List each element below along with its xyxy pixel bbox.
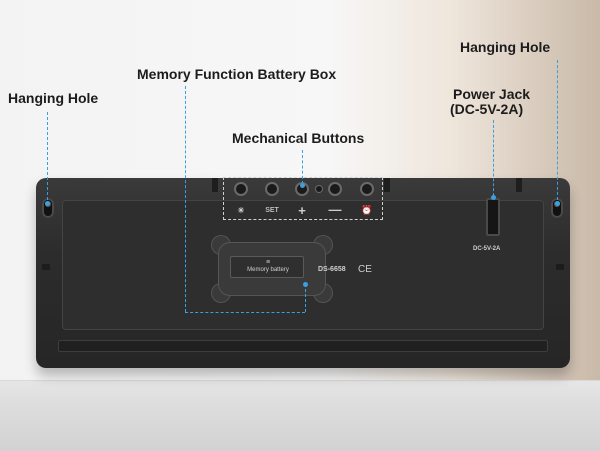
button-alarm bbox=[362, 184, 372, 194]
power-jack bbox=[486, 198, 500, 236]
alarm-icon: ⏰ bbox=[361, 205, 373, 215]
callout-dot-buttons bbox=[300, 183, 305, 188]
plus-icon: + bbox=[298, 203, 306, 218]
callout-dot-battery bbox=[303, 282, 308, 287]
button-set bbox=[267, 184, 277, 194]
set-label: SET bbox=[265, 207, 279, 214]
callout-dot-power-jack bbox=[491, 195, 496, 200]
model-number: DS-6658 bbox=[318, 266, 346, 273]
callout-dot-hanging-left bbox=[45, 201, 50, 206]
mechanical-buttons-box bbox=[223, 177, 383, 220]
jack-label: DC-5V-2A bbox=[473, 246, 501, 252]
callout-power-jack-line1: Power Jack bbox=[453, 86, 531, 102]
callout-line-battery-up bbox=[305, 284, 306, 312]
top-notch-right bbox=[384, 178, 390, 192]
callout-power-jack-line2: (DC-5V-2A) bbox=[450, 101, 524, 117]
callout-dot-hanging-right bbox=[555, 201, 560, 206]
callout-mechanical-buttons: Mechanical Buttons bbox=[232, 130, 365, 146]
callout-memory-battery-box: Memory Function Battery Box bbox=[137, 66, 337, 82]
callout-line-hanging-right bbox=[557, 60, 558, 200]
ce-mark: CE bbox=[358, 264, 372, 275]
shelf-surface bbox=[0, 380, 600, 451]
top-notch-left bbox=[212, 178, 218, 192]
callout-line-buttons bbox=[302, 150, 303, 184]
callout-line-battery-horizontal bbox=[185, 312, 305, 313]
battery-label-plate: ≡ Memory battery bbox=[230, 256, 304, 278]
button-plus bbox=[297, 184, 307, 194]
bottom-vent-slot bbox=[58, 340, 548, 352]
callout-line-battery-vertical bbox=[185, 86, 186, 312]
light-icon: ☀ bbox=[237, 206, 245, 215]
callout-hanging-hole-left: Hanging Hole bbox=[8, 90, 99, 106]
minus-icon: — bbox=[328, 202, 342, 217]
button-indicator bbox=[316, 186, 322, 192]
button-minus bbox=[330, 184, 340, 194]
side-slot-right bbox=[556, 264, 564, 270]
button-light bbox=[236, 184, 246, 194]
top-notch-far-right bbox=[516, 178, 522, 192]
battery-icon: ≡ bbox=[265, 259, 271, 266]
callout-line-power-jack bbox=[493, 120, 494, 196]
callout-hanging-hole-right: Hanging Hole bbox=[460, 39, 551, 55]
battery-label-text: Memory battery bbox=[247, 267, 289, 273]
callout-line-hanging-left bbox=[47, 112, 48, 200]
side-slot-left bbox=[42, 264, 50, 270]
